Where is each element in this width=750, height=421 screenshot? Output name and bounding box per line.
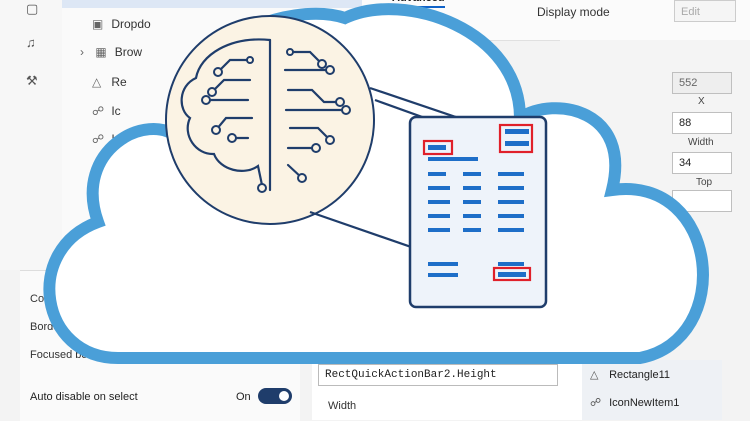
cloud-shape xyxy=(43,3,709,364)
tree-item[interactable]: › ▦ Brow xyxy=(80,45,142,65)
tree-selected-row[interactable] xyxy=(62,0,362,8)
list-item-label: Rectangle11 xyxy=(609,369,671,381)
icon-shape-icon: ☍ xyxy=(92,132,105,146)
list-item[interactable]: ☍ IconNewItem1 xyxy=(590,396,679,409)
display-mode-label: Display mode xyxy=(537,5,610,19)
x-field[interactable]: 552 xyxy=(672,72,732,94)
dropdown-icon: ▣ xyxy=(92,17,104,31)
database-icon[interactable]: ▢ xyxy=(26,1,39,16)
media-icon[interactable]: ♫ xyxy=(26,35,36,50)
tree-item[interactable]: △ Re xyxy=(92,75,127,95)
chevron-right-icon[interactable]: › xyxy=(80,45,84,59)
tree-item-label: Dropdo xyxy=(111,17,151,31)
rectangle-icon: △ xyxy=(590,369,599,381)
tree-item-label: Ic xyxy=(111,104,121,118)
color-label: Co xyxy=(30,293,45,305)
toggle-state-label: On xyxy=(236,391,251,403)
icon-shape-icon: ☍ xyxy=(590,397,602,409)
brain-nodes xyxy=(201,48,351,193)
list-item[interactable]: △ Rectangle11 xyxy=(590,368,670,381)
width-label: Width xyxy=(688,137,714,148)
left-rail: ▢ ♫ ⚒ xyxy=(0,0,63,270)
width-field[interactable]: 88 xyxy=(672,112,732,134)
shape-icon: △ xyxy=(92,75,102,89)
list-item-label: IconNewItem1 xyxy=(609,397,680,409)
tree-item[interactable]: ☍ Ic xyxy=(92,104,121,124)
y-field[interactable]: 34 xyxy=(672,152,732,174)
auto-disable-toggle[interactable] xyxy=(258,388,292,404)
tree-item-label: Brow xyxy=(114,45,143,59)
auto-disable-label: Auto disable on select xyxy=(30,391,138,403)
formula-input[interactable]: RectQuickActionBar2.Height xyxy=(318,364,558,386)
tools-icon[interactable]: ⚒ xyxy=(26,73,38,88)
icon-shape-icon: ☍ xyxy=(92,104,105,118)
highlight-boxes xyxy=(422,123,534,282)
brain-circuit-icon xyxy=(180,38,348,192)
display-mode-field[interactable]: Edit xyxy=(674,0,736,22)
width-property-label: Width xyxy=(328,400,357,412)
document-icon xyxy=(408,115,548,309)
tree-item[interactable]: ▣ Dropdo xyxy=(92,17,151,37)
gallery-icon: ▦ xyxy=(95,45,107,59)
y-label: Top xyxy=(696,177,713,188)
control-list: △ Rectangle11 ☍ IconNewItem1 xyxy=(582,360,722,420)
formula-area: RectQuickActionBar2.Height Width xyxy=(312,358,582,420)
tree-item-label: Re xyxy=(111,75,127,89)
document-lines xyxy=(428,129,529,277)
x-label: X xyxy=(698,96,705,107)
